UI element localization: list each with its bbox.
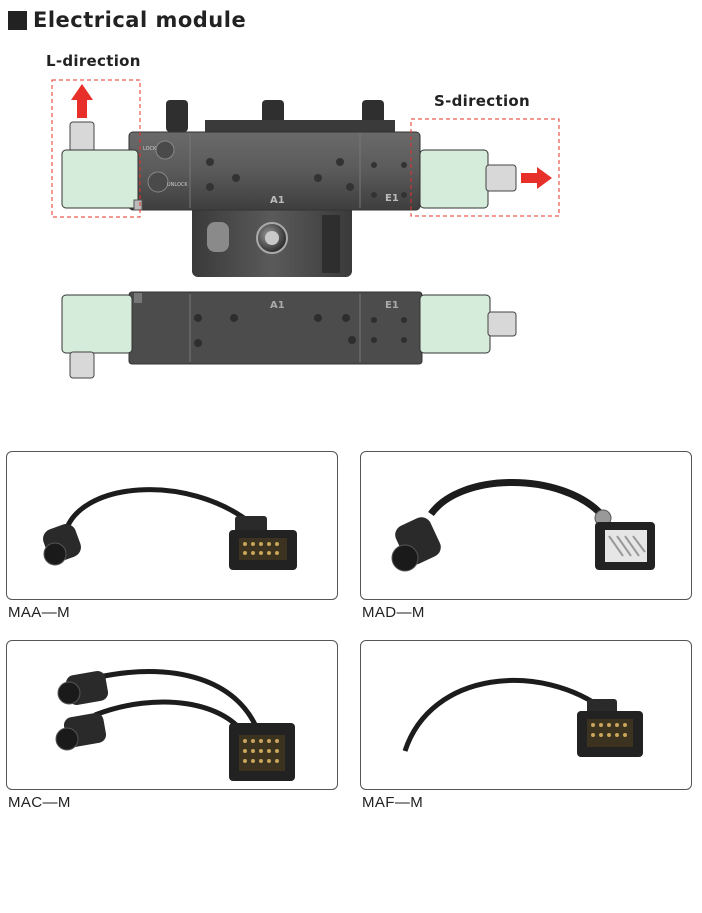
- product-caption-mac: MAC—M: [8, 794, 71, 811]
- product-caption-maf: MAF—M: [362, 794, 424, 811]
- heading-title: Electrical module: [33, 8, 247, 32]
- product-caption-maa: MAA—M: [8, 604, 70, 621]
- l-direction-label: L-direction: [46, 52, 141, 70]
- e1-label-top: E1: [385, 193, 399, 204]
- circular-connector-icon: [391, 517, 441, 572]
- l-direction-box: [51, 79, 141, 218]
- product-image-mac: [6, 640, 338, 790]
- module-label-top: A1: [270, 195, 285, 206]
- circular-connector-icon: [57, 671, 109, 705]
- product-caption-mad: MAD—M: [362, 604, 425, 621]
- module-label-bottom: A1: [270, 300, 285, 311]
- lower-connector-block: [192, 205, 352, 277]
- rectangular-connector-icon: [229, 516, 297, 570]
- heading-square-icon: [8, 10, 27, 30]
- s-direction-label: S-direction: [434, 92, 530, 110]
- top-knobs: [166, 100, 395, 134]
- circular-connector-icon: [43, 524, 81, 566]
- section-heading: Electrical module: [8, 8, 246, 32]
- right-cover-top: [419, 149, 517, 209]
- product-image-mad: [360, 451, 692, 600]
- left-cover-top: [61, 121, 143, 211]
- rectangular-connector-icon: [229, 723, 295, 781]
- lock-text: LOCK: [143, 146, 157, 152]
- s-direction-arrow-icon: [521, 167, 552, 189]
- left-cover-side: [61, 294, 133, 379]
- unlock-text: UNLOCK: [167, 182, 188, 188]
- e1-label-bottom: E1: [385, 300, 399, 311]
- product-image-maf: [360, 640, 692, 790]
- right-cover-side: [419, 294, 517, 354]
- electrical-module-diagram: A1 E1 LOCK UNLOCK A1: [51, 79, 560, 379]
- rectangular-connector-icon: [594, 509, 655, 570]
- l-direction-arrow-icon: [71, 84, 93, 118]
- rectangular-connector-icon: [577, 699, 643, 757]
- circular-connector-icon: [55, 713, 107, 751]
- module-body-top: [128, 131, 421, 211]
- product-image-maa: [6, 451, 338, 600]
- s-direction-box: [410, 118, 560, 217]
